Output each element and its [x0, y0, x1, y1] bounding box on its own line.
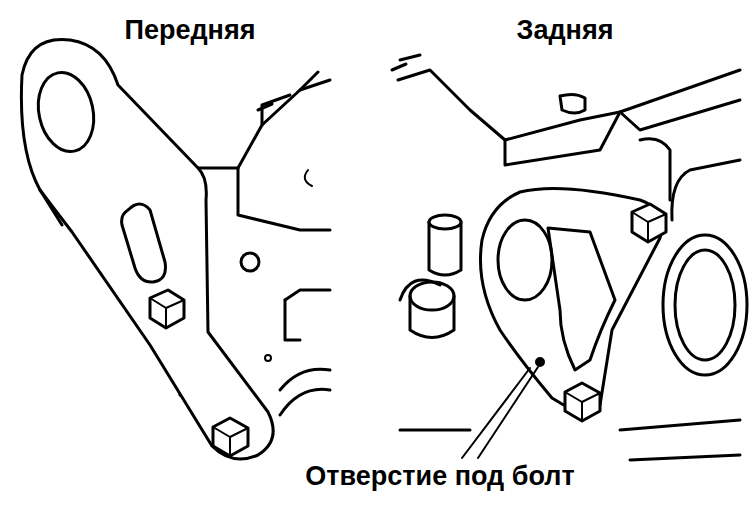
view-title: Передняя: [122, 16, 259, 46]
view-title: Задняя: [514, 16, 617, 46]
callout-label: Отверстие под болт: [302, 462, 577, 492]
rear-pipe: [410, 215, 461, 338]
rear-block-lines: [392, 55, 747, 460]
leader-lines: [462, 367, 538, 458]
front-bracket: [21, 39, 273, 458]
rear-bracket: [480, 188, 666, 421]
